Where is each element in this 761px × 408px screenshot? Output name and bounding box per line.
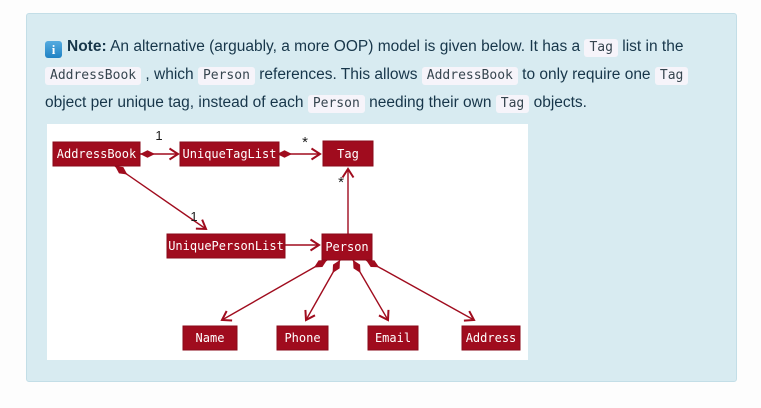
uml-class-diagram-svg: 1 * 1 * AddressBook UniqueTagList Tag Un… (52, 128, 521, 351)
inline-code-person: Person (197, 67, 255, 85)
edge-person-address (365, 259, 476, 322)
svg-text:AddressBook: AddressBook (57, 147, 137, 161)
class-node-tag: Tag (322, 140, 374, 167)
note-label: Note: (67, 38, 107, 55)
multiplicity-label: * (302, 134, 308, 151)
inline-code-tag: Tag (495, 95, 530, 113)
note-callout-box: i Note: An alternative (arguably, a more … (26, 13, 737, 382)
class-node-uniquetaglist: UniqueTagList (179, 141, 280, 167)
inline-code-person: Person (307, 95, 365, 113)
svg-text:UniqueTagList: UniqueTagList (183, 147, 277, 161)
edge-person-phone (304, 259, 341, 322)
svg-text:Phone: Phone (284, 331, 320, 345)
inline-code-addressbook: AddressBook (421, 67, 518, 85)
svg-text:Person: Person (325, 240, 368, 254)
class-node-person: Person (321, 233, 373, 261)
note-text-segment: object per unique tag, instead of each (45, 94, 308, 111)
svg-text:Name: Name (196, 331, 225, 345)
inline-code-tag: Tag (654, 67, 689, 85)
inline-code-tag: Tag (584, 39, 618, 57)
note-text-segment: objects. (529, 94, 587, 111)
note-text-segment: , which (141, 66, 198, 83)
class-node-address: Address (461, 325, 521, 351)
svg-text:UniquePersonList: UniquePersonList (168, 239, 284, 253)
multiplicity-label: 1 (155, 128, 162, 143)
svg-text:Email: Email (375, 331, 411, 345)
class-node-phone: Phone (276, 325, 329, 351)
info-icon: i (45, 41, 62, 58)
note-paragraph: i Note: An alternative (arguably, a more … (45, 33, 718, 117)
note-text-segment: to only require one (517, 66, 655, 83)
note-text-segment: list in the (617, 38, 684, 55)
inline-code-addressbook: AddressBook (45, 67, 142, 85)
class-node-name: Name (182, 325, 238, 351)
note-text-segment: needing their own (364, 94, 496, 111)
class-node-addressbook: AddressBook (52, 141, 141, 167)
multiplicity-label: * (338, 174, 344, 191)
class-node-uniquepersonlist: UniquePersonList (166, 233, 286, 259)
multiplicity-label: 1 (190, 209, 197, 224)
class-node-email: Email (367, 325, 419, 351)
svg-text:Address: Address (466, 331, 517, 345)
svg-text:Tag: Tag (337, 147, 359, 161)
edge-addressbook-uniquepersonlist (114, 165, 208, 231)
note-text-segment: An alternative (arguably, a more OOP) mo… (110, 38, 585, 55)
note-text-segment: references. This allows (254, 66, 422, 83)
uml-class-diagram: 1 * 1 * AddressBook UniqueTagList Tag Un… (47, 124, 528, 360)
